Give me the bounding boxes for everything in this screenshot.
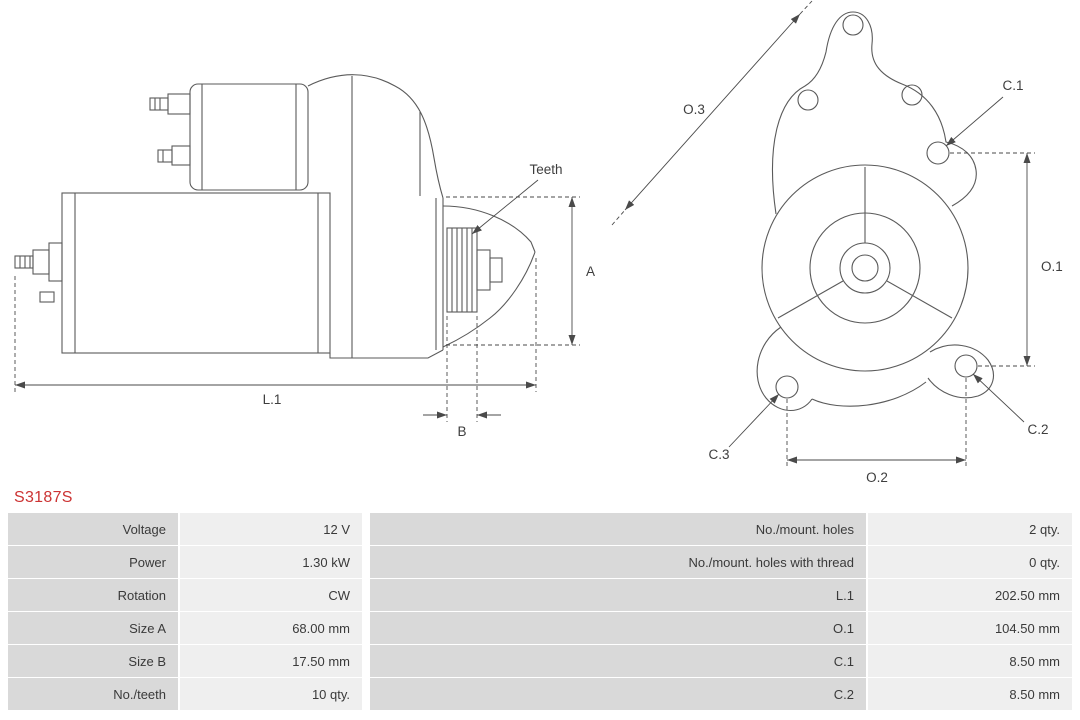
- spec-label-cell: C.1: [370, 645, 866, 677]
- spec-value-cell: 8.50 mm: [868, 645, 1072, 677]
- spec-label-cell: L.1: [370, 579, 866, 611]
- front-view-dimensions: [611, 0, 1035, 467]
- dim-b-label: B: [457, 424, 466, 439]
- shaft-bore-circle: [851, 254, 879, 282]
- part-number: S3187S: [14, 489, 73, 506]
- side-view-drawing: [14, 74, 536, 359]
- dim-o1-label: O.1: [1041, 259, 1063, 274]
- spec-value-cell: 202.50 mm: [868, 579, 1072, 611]
- spec-value-cell: CW: [180, 579, 362, 611]
- spec-value-cell: 10 qty.: [180, 678, 362, 710]
- dim-o3-label: O.3: [683, 102, 705, 117]
- mounting-hole-c1: [926, 141, 950, 165]
- crown-hole-left: [797, 89, 819, 111]
- dim-c3-label: C.3: [708, 447, 729, 462]
- solenoid: [149, 83, 309, 191]
- spec-value-cell: 68.00 mm: [180, 612, 362, 644]
- front-view-labels: O.3 O.1 O.2 C.1 C.2 C.3: [683, 78, 1063, 485]
- specifications-section: Voltage 12 V Power 1.30 kW Rotation CW S…: [0, 513, 1080, 710]
- c1-leader-line: [945, 96, 1004, 147]
- spec-value-cell: 1.30 kW: [180, 546, 362, 578]
- spec-label-cell: Rotation: [8, 579, 178, 611]
- spec-label-cell: Size A: [8, 612, 178, 644]
- flange-bottom-edge: [811, 381, 927, 407]
- spec-value-cell: 8.50 mm: [868, 678, 1072, 710]
- teeth-label: Teeth: [529, 162, 562, 177]
- spoke-bottom-left: [777, 280, 844, 319]
- hub-circle: [839, 242, 891, 294]
- nose-cone: [442, 205, 536, 348]
- dim-c2-label: C.2: [1027, 422, 1048, 437]
- front-view-drawing: [756, 11, 994, 412]
- spec-table-left: Voltage 12 V Power 1.30 kW Rotation CW S…: [8, 513, 364, 710]
- spec-value-cell: 104.50 mm: [868, 612, 1072, 644]
- spec-label-cell: Voltage: [8, 513, 178, 545]
- spec-label-cell: O.1: [370, 612, 866, 644]
- teeth-leader-line: [471, 179, 539, 235]
- spec-label-cell: No./mount. holes: [370, 513, 866, 545]
- spoke-bottom-right: [886, 280, 953, 319]
- crown-hole-right: [901, 84, 923, 106]
- spec-value-cell: 17.50 mm: [180, 645, 362, 677]
- motor-body: [61, 192, 331, 354]
- spec-value-cell: 12 V: [180, 513, 362, 545]
- flange-crown-outline: [771, 11, 977, 215]
- spec-label-cell: Size B: [8, 645, 178, 677]
- side-view-dimensions: [14, 179, 580, 422]
- technical-drawing-area: Teeth A L.1 B: [14, 0, 1063, 485]
- spec-value-cell: 0 qty.: [868, 546, 1072, 578]
- left-terminal-stud: [14, 242, 63, 303]
- spec-label-cell: No./teeth: [8, 678, 178, 710]
- dim-l1-label: L.1: [263, 392, 282, 407]
- dim-o3-line: [624, 13, 801, 211]
- flange-ear-bottom-left: [756, 326, 813, 412]
- side-view-labels: Teeth A L.1 B: [263, 162, 595, 439]
- starter-motor-diagram: Teeth A L.1 B: [14, 0, 1063, 485]
- mounting-hole-c2: [954, 354, 978, 378]
- mounting-hole-c3: [775, 375, 799, 399]
- pinion-gear: [446, 227, 503, 313]
- c3-leader-line: [728, 393, 780, 448]
- spec-label-cell: No./mount. holes with thread: [370, 546, 866, 578]
- dim-c1-label: C.1: [1002, 78, 1023, 93]
- gear-housing-outer-circle: [761, 164, 969, 372]
- drive-end-housing: [307, 74, 444, 359]
- spec-value-cell: 2 qty.: [868, 513, 1072, 545]
- dim-o2-label: O.2: [866, 470, 888, 485]
- spec-table-right: No./mount. holes 2 qty. No./mount. holes…: [370, 513, 1072, 710]
- spec-label-cell: Power: [8, 546, 178, 578]
- dim-a-label: A: [586, 264, 595, 279]
- spec-label-cell: C.2: [370, 678, 866, 710]
- flange-ear-bottom-right: [927, 344, 994, 399]
- c2-leader-line: [972, 373, 1025, 423]
- crown-hole-top: [842, 14, 864, 36]
